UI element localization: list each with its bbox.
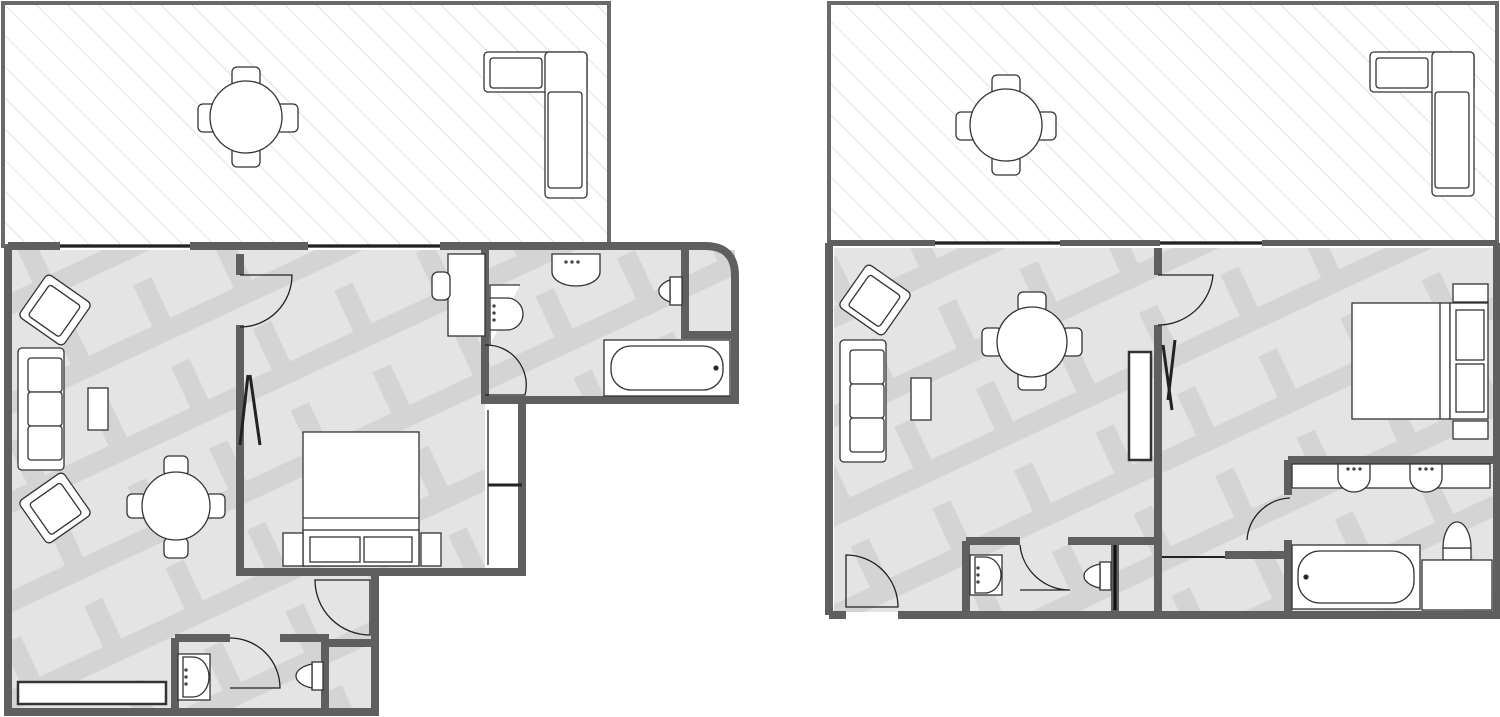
sofa-right xyxy=(839,339,887,463)
walls-left xyxy=(4,242,739,716)
dining-table-right xyxy=(981,291,1083,391)
armchair-bottom-left xyxy=(19,472,91,544)
bath-washbasin-left xyxy=(489,253,601,345)
wc-toilet-left xyxy=(295,661,324,691)
terrace-corner-sofa-right xyxy=(1369,51,1475,197)
wc-washbasin-right xyxy=(969,554,1003,596)
armchair-top-left xyxy=(19,274,91,346)
terrace-round-table-right xyxy=(955,74,1057,176)
kitchen-counter-left xyxy=(16,680,168,706)
doors-left xyxy=(229,274,527,689)
walls-right xyxy=(825,240,1500,619)
floor-left xyxy=(12,250,735,712)
dining-table-left xyxy=(126,455,226,559)
double-bed-left xyxy=(282,431,442,567)
bath-toilet-left xyxy=(658,276,683,306)
bathtub-right xyxy=(1291,544,1421,610)
terrace-left xyxy=(1,1,611,248)
tv-unit-right xyxy=(1127,350,1153,462)
bath-washbasins-right xyxy=(1291,463,1491,493)
furniture-left xyxy=(16,51,731,706)
doors-right xyxy=(845,274,1291,610)
coffee-table-right xyxy=(910,377,932,421)
desk-left xyxy=(431,253,486,337)
bathtub-left xyxy=(603,339,731,397)
armchair-right xyxy=(839,264,911,336)
wc-toilet-right xyxy=(1083,561,1112,591)
double-bed-right xyxy=(1351,283,1489,440)
terrace-right xyxy=(827,1,1499,245)
coffee-table-left xyxy=(87,387,109,431)
plan-right xyxy=(825,1,1500,619)
sofa-left xyxy=(17,347,65,471)
terrace-round-table-left xyxy=(197,66,299,168)
windows-right xyxy=(935,242,1262,558)
plan-left xyxy=(1,1,739,716)
bath-toilet-right xyxy=(1421,521,1493,611)
furniture-right xyxy=(839,51,1493,611)
wc-washbasin-left xyxy=(177,653,211,701)
terrace-corner-sofa-left xyxy=(483,51,588,199)
